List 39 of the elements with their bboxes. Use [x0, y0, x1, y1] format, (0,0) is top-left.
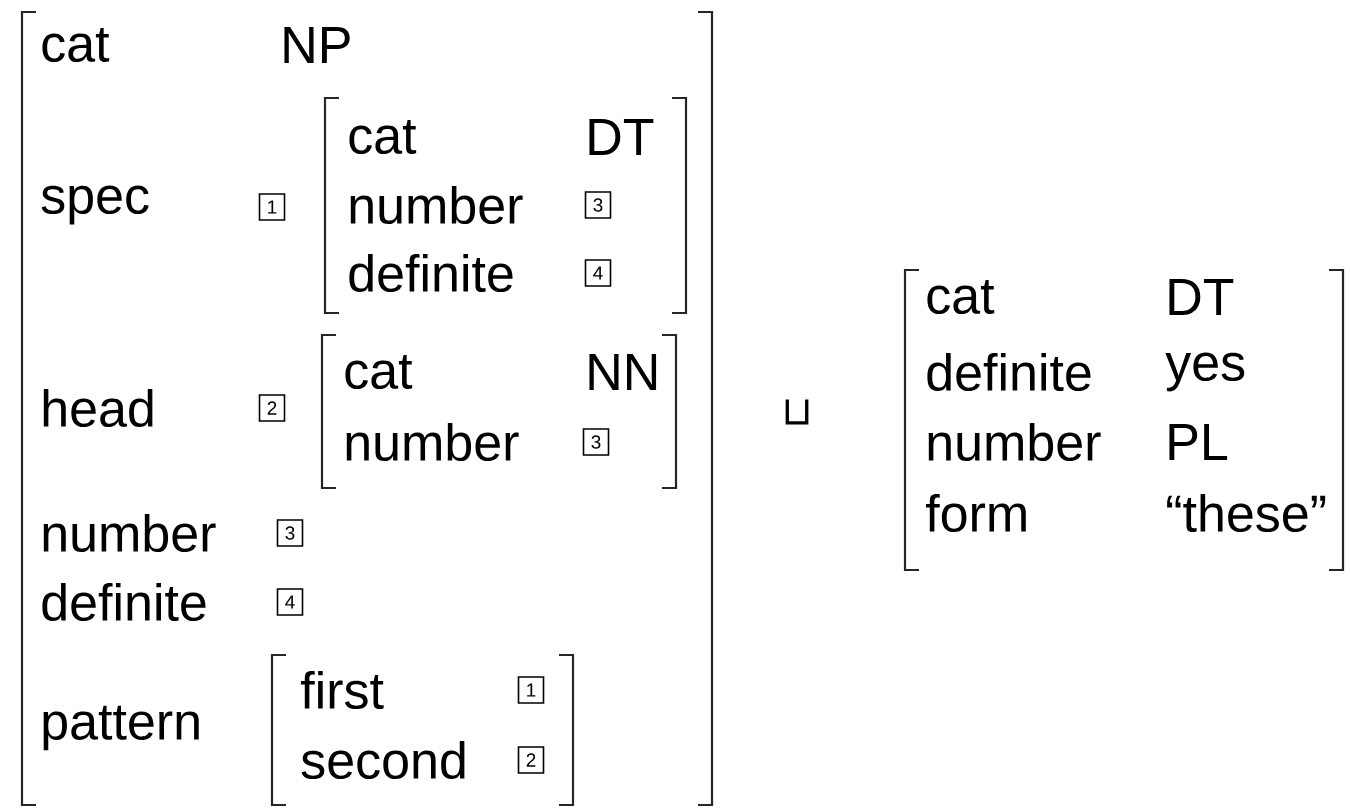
feature-value: DT — [589, 119, 654, 155]
feature-value: NN — [589, 354, 657, 390]
feature-name: definite — [42, 582, 206, 622]
feature-name: cat — [349, 119, 417, 155]
feature-name: cat — [927, 279, 995, 315]
tag-box: 2 — [517, 746, 545, 774]
tag-box: 3 — [276, 519, 304, 547]
tag-box: 1 — [517, 676, 545, 704]
tag-box: 4 — [584, 259, 612, 287]
tag-box: 2 — [258, 394, 286, 422]
feature-value: PL — [1169, 424, 1228, 460]
tag-box: 3 — [582, 428, 610, 456]
bracket-matrix — [20, 10, 714, 807]
bracket-matrix — [270, 653, 575, 807]
tag-box: 3 — [584, 191, 612, 219]
feature-name: spec — [41, 185, 149, 225]
bracket-matrix — [903, 268, 1345, 572]
bracket-matrix — [323, 96, 688, 315]
feature-name: definite — [927, 352, 1091, 392]
feature-name: cat — [42, 27, 110, 63]
feature-name: number — [43, 513, 216, 553]
feature-value: “these” — [1167, 493, 1326, 533]
feature-name: definite — [349, 253, 513, 293]
bracket-matrix — [320, 333, 678, 490]
feature-value: yes — [1165, 352, 1245, 392]
feature-name: pattern — [43, 705, 199, 751]
tag-box: 1 — [258, 193, 286, 221]
tag-box: 4 — [276, 588, 304, 616]
feature-name: number — [350, 185, 523, 225]
feature-name: form — [925, 493, 1026, 533]
feature-name: first — [300, 670, 384, 710]
feature-name: second — [301, 740, 465, 780]
feature-value: DT — [1169, 279, 1234, 315]
feature-value: NP — [284, 27, 350, 63]
feature-name: head — [43, 388, 153, 428]
feature-name: number — [346, 422, 519, 462]
join-symbol: ⊔ — [785, 399, 809, 425]
feature-name: number — [928, 422, 1101, 462]
feature-name: cat — [345, 354, 413, 390]
